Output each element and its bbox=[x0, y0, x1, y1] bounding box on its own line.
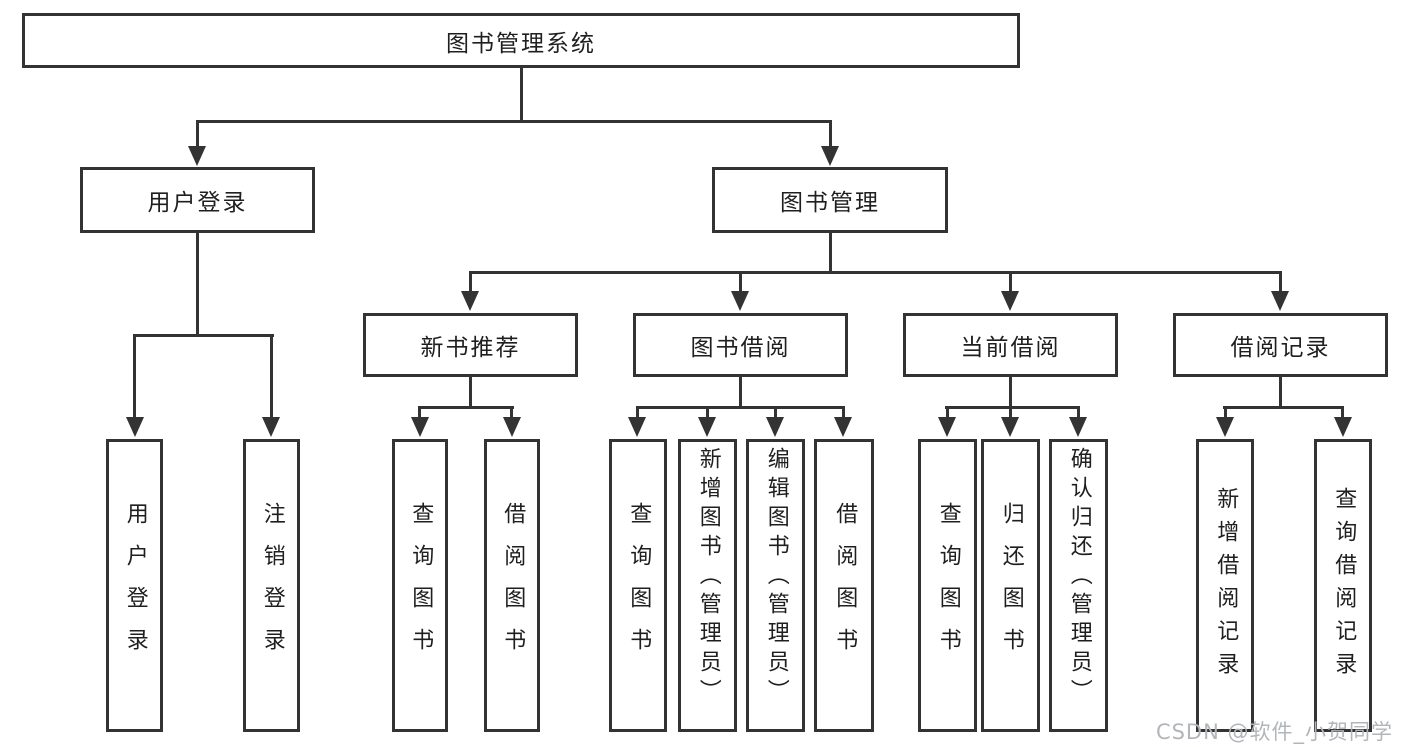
node-book-management-system: 图书管理系统 bbox=[22, 13, 1020, 68]
node-book-management: 图书管理 bbox=[712, 167, 948, 233]
connector-manage-hbar bbox=[469, 271, 1282, 274]
node-book-borrow: 图书借阅 bbox=[633, 313, 848, 377]
connector-borrow-hbar bbox=[636, 406, 845, 409]
node-leaf-bor-borrow-books: 借阅图书 bbox=[814, 439, 874, 732]
arrowhead-to-cur-return bbox=[1001, 417, 1019, 437]
leaf-label: 新增图书（管理员） bbox=[695, 447, 721, 708]
arrowhead-to-borrow bbox=[731, 291, 749, 311]
leaf-label: 编辑图书（管理员） bbox=[763, 447, 789, 708]
connector-current-stem bbox=[1009, 377, 1012, 408]
connector-login-stem bbox=[196, 232, 199, 336]
connector-cur-query-drop bbox=[946, 406, 949, 422]
connector-cur-confirm-drop bbox=[1077, 406, 1080, 422]
arrowhead-to-bor-add bbox=[698, 417, 716, 437]
connector-manage-drop bbox=[829, 120, 832, 150]
connector-rec-query-drop bbox=[418, 406, 421, 422]
arrowhead-to-bor-borrow bbox=[834, 417, 852, 437]
connector-recd-query-drop bbox=[1341, 406, 1344, 422]
node-leaf-recd-query-record: 查询借阅记录 bbox=[1314, 439, 1372, 732]
node-new-book-recommend: 新书推荐 bbox=[363, 313, 578, 377]
arrowhead-to-rec-borrow bbox=[503, 417, 521, 437]
leaf-label: 确认归还（管理员） bbox=[1066, 447, 1092, 708]
node-leaf-cur-confirm-return-admin: 确认归还（管理员） bbox=[1049, 439, 1108, 732]
node-borrow-records: 借阅记录 bbox=[1173, 313, 1388, 377]
arrowhead-to-recommend bbox=[461, 291, 479, 311]
connector-manage-stem bbox=[829, 232, 832, 274]
node-leaf-bor-edit-books-admin: 编辑图书（管理员） bbox=[746, 439, 805, 732]
node-leaf-user-login: 用户登录 bbox=[106, 439, 163, 732]
leaf-label: 借阅图书 bbox=[500, 501, 526, 670]
arrowhead-to-recd-add bbox=[1216, 417, 1234, 437]
connector-cur-return-drop bbox=[1009, 406, 1012, 422]
leaf-label: 查询图书 bbox=[626, 501, 652, 670]
leaf-label: 归还图书 bbox=[998, 501, 1024, 670]
node-user-login: 用户登录 bbox=[80, 167, 315, 233]
connector-current-hbar bbox=[945, 406, 1080, 409]
node-leaf-cur-query-books: 查询图书 bbox=[918, 439, 977, 732]
connector-root-hbar bbox=[196, 120, 832, 123]
node-leaf-rec-borrow-books: 借阅图书 bbox=[484, 439, 540, 732]
connector-borrow-stem bbox=[739, 377, 742, 408]
leaf-label: 借阅图书 bbox=[832, 501, 858, 670]
arrowhead-to-current bbox=[1001, 291, 1019, 311]
leaf-label: 查询图书 bbox=[408, 501, 434, 670]
leaf-label: 查询借阅记录 bbox=[1331, 486, 1357, 685]
node-leaf-recd-add-record: 新增借阅记录 bbox=[1196, 439, 1254, 732]
csdn-watermark: CSDN @软件_小贺同学 bbox=[1155, 720, 1393, 744]
connector-records-drop bbox=[1279, 271, 1282, 295]
leaf-label: 查询图书 bbox=[935, 501, 961, 670]
arrowhead-to-recd-query bbox=[1334, 417, 1352, 437]
node-current-borrow: 当前借阅 bbox=[903, 313, 1118, 377]
arrowhead-to-login-user bbox=[126, 417, 144, 437]
arrowhead-to-manage bbox=[821, 146, 839, 166]
connector-records-hbar bbox=[1223, 406, 1344, 409]
arrowhead-to-cur-confirm bbox=[1069, 417, 1087, 437]
arrowhead-to-bor-edit bbox=[766, 417, 784, 437]
leaf-label: 注销登录 bbox=[259, 501, 285, 670]
connector-rec-borrow-drop bbox=[510, 406, 513, 422]
connector-login-user-drop bbox=[133, 334, 136, 421]
leaf-label: 用户登录 bbox=[122, 501, 148, 670]
connector-borrow-drop bbox=[739, 271, 742, 295]
connector-bor-query-drop bbox=[636, 406, 639, 422]
arrowhead-to-bor-query bbox=[628, 417, 646, 437]
connector-login-drop bbox=[196, 120, 199, 150]
arrowhead-to-records bbox=[1271, 291, 1289, 311]
leaf-label: 新增借阅记录 bbox=[1213, 486, 1239, 685]
arrowhead-to-rec-query bbox=[411, 417, 429, 437]
connector-bor-edit-drop bbox=[774, 406, 777, 422]
connector-recd-add-drop bbox=[1224, 406, 1227, 422]
connector-recommend-stem bbox=[469, 377, 472, 408]
node-leaf-rec-query-books: 查询图书 bbox=[392, 439, 448, 732]
node-leaf-bor-query-books: 查询图书 bbox=[609, 439, 667, 732]
arrowhead-to-cur-query bbox=[938, 417, 956, 437]
node-leaf-cur-return-books: 归还图书 bbox=[981, 439, 1040, 732]
connector-records-stem bbox=[1279, 377, 1282, 408]
arrowhead-to-login bbox=[188, 146, 206, 166]
connector-recommend-hbar bbox=[419, 406, 514, 409]
connector-login-logout-drop bbox=[270, 334, 273, 421]
connector-login-hbar bbox=[133, 334, 274, 337]
arrowhead-to-login-logout bbox=[262, 417, 280, 437]
connector-recommend-drop bbox=[469, 271, 472, 295]
node-leaf-logout: 注销登录 bbox=[243, 439, 300, 732]
connector-root-stem bbox=[520, 68, 523, 123]
connector-bor-add-drop bbox=[706, 406, 709, 422]
node-leaf-bor-add-books-admin: 新增图书（管理员） bbox=[678, 439, 737, 732]
connector-bor-borrow-drop bbox=[842, 406, 845, 422]
connector-current-drop bbox=[1009, 271, 1012, 295]
